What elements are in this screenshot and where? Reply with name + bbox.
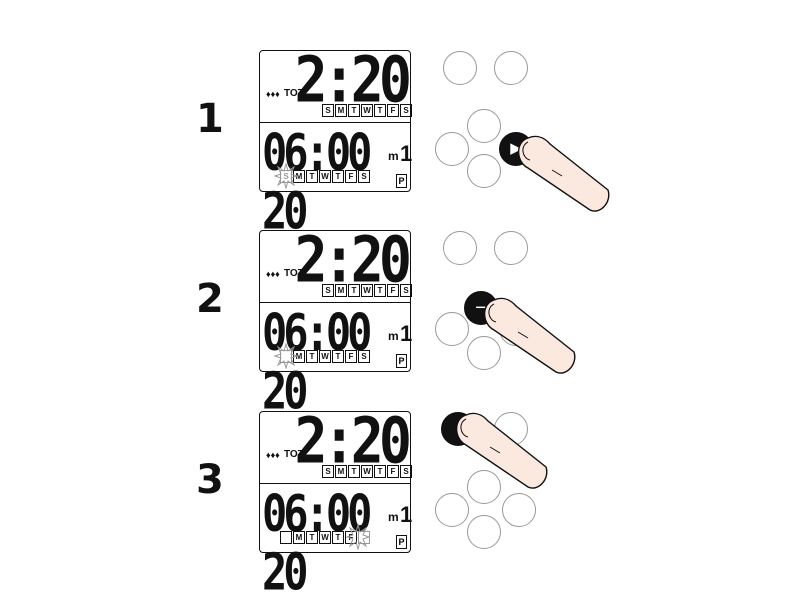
day-cell: T (348, 465, 360, 478)
minus-icon: − (475, 297, 487, 319)
day-cell: T (348, 104, 360, 117)
day-cell: S (322, 104, 334, 117)
keypad-button[interactable] (467, 470, 501, 504)
day-cell: M (335, 104, 347, 117)
day-cell: W (361, 104, 373, 117)
day-cell: T (374, 284, 386, 297)
day-cell: W (319, 170, 331, 183)
day-cell: T (332, 531, 344, 544)
flash-burst-icon (274, 343, 298, 369)
keypad-button[interactable] (467, 336, 501, 370)
day-cell: F (387, 104, 399, 117)
step-2: 2 ♦♦♦ TOT 2:20 S M T W T F S 06:00 20 m … (0, 210, 801, 421)
day-cell: T (374, 465, 386, 478)
program-label: P (396, 354, 407, 368)
water-drops-icon: ♦♦♦ (266, 450, 280, 460)
day-cell-flashing (280, 350, 292, 363)
day-cell: M (293, 531, 305, 544)
top-day-row: S M T W T F S (322, 284, 412, 297)
keypad-button[interactable] (467, 109, 501, 143)
tot-label: TOT (284, 268, 304, 279)
tot-label: TOT (284, 449, 304, 460)
day-cell: T (332, 350, 344, 363)
day-cell: S (322, 465, 334, 478)
step-1: 1 ♦♦♦ TOT 2:20 S M T W T F S 06:00 20 m … (0, 30, 801, 241)
program-digit: 1 (400, 321, 413, 346)
tot-label: TOT (284, 88, 304, 99)
day-cell: S (400, 284, 412, 297)
bottom-day-row: S M T W T F S (280, 170, 370, 183)
flash-burst-icon (346, 524, 370, 550)
day-cell: F (387, 284, 399, 297)
day-cell: W (361, 284, 373, 297)
day-cell: T (348, 284, 360, 297)
day-cell-flashing: S (280, 170, 292, 183)
day-cell: T (306, 350, 318, 363)
day-cell: M (335, 284, 347, 297)
day-cell: T (332, 170, 344, 183)
day-cell: S (400, 104, 412, 117)
water-drops-icon: ♦♦♦ (266, 89, 280, 99)
day-cell: M (335, 465, 347, 478)
keypad-button[interactable] (435, 312, 469, 346)
step-3: 3 ♦♦♦ TOT 2:20 S M T W T F S 06:00 20 m … (0, 391, 801, 602)
lcd-divider (260, 122, 410, 123)
bottom-day-row: M T W T F (280, 531, 370, 544)
day-cell: S (358, 350, 370, 363)
lcd-divider (260, 302, 410, 303)
top-day-row: S M T W T F S (322, 104, 412, 117)
day-cell: F (387, 465, 399, 478)
lcd-display: ♦♦♦ TOT 2:20 S M T W T F S 06:00 20 m 1 … (259, 404, 413, 602)
finger-icon (517, 135, 610, 212)
day-cell: S (322, 284, 334, 297)
day-cell: T (306, 531, 318, 544)
day-cell: F (345, 350, 357, 363)
keypad-button[interactable] (435, 493, 469, 527)
step-number: 3 (196, 457, 224, 503)
keypad-button[interactable] (467, 154, 501, 188)
program-label: P (396, 174, 407, 188)
lcd-display: ♦♦♦ TOT 2:20 S M T W T F S 06:00 20 m 1 … (259, 223, 413, 421)
keypad-button[interactable] (443, 231, 477, 265)
minutes-unit: m (388, 149, 399, 163)
lcd-divider (260, 483, 410, 484)
minutes-unit: m (388, 329, 399, 343)
keypad-button[interactable] (502, 493, 536, 527)
keypad-button[interactable] (494, 231, 528, 265)
program-digit: 1 (400, 141, 413, 166)
lcd-display: ♦♦♦ TOT 2:20 S M T W T F S 06:00 20 m 1 … (259, 43, 413, 241)
day-cell: M (293, 170, 305, 183)
arrow-right-icon: ▶ (510, 140, 522, 157)
bottom-day-row: M T W T F S (280, 350, 370, 363)
finger-icon (455, 412, 548, 489)
day-cell: T (374, 104, 386, 117)
step-number: 1 (196, 96, 224, 142)
day-cell: S (358, 170, 370, 183)
flash-burst-icon (274, 163, 298, 189)
keypad-button[interactable] (494, 51, 528, 85)
program-label: P (396, 535, 407, 549)
top-day-row: S M T W T F S (322, 465, 412, 478)
day-cell: T (306, 170, 318, 183)
keypad-button[interactable] (467, 515, 501, 549)
day-cell: F (345, 170, 357, 183)
finger-icon (483, 297, 576, 374)
day-cell: W (361, 465, 373, 478)
step-number: 2 (196, 276, 224, 322)
day-cell: W (319, 350, 331, 363)
day-cell (280, 531, 292, 544)
day-cell: W (319, 531, 331, 544)
keypad-button[interactable] (443, 51, 477, 85)
keypad-button[interactable] (435, 132, 469, 166)
minutes-unit: m (388, 510, 399, 524)
water-drops-icon: ♦♦♦ (266, 269, 280, 279)
day-cell: S (400, 465, 412, 478)
day-cell: M (293, 350, 305, 363)
program-digit: 1 (400, 502, 413, 527)
